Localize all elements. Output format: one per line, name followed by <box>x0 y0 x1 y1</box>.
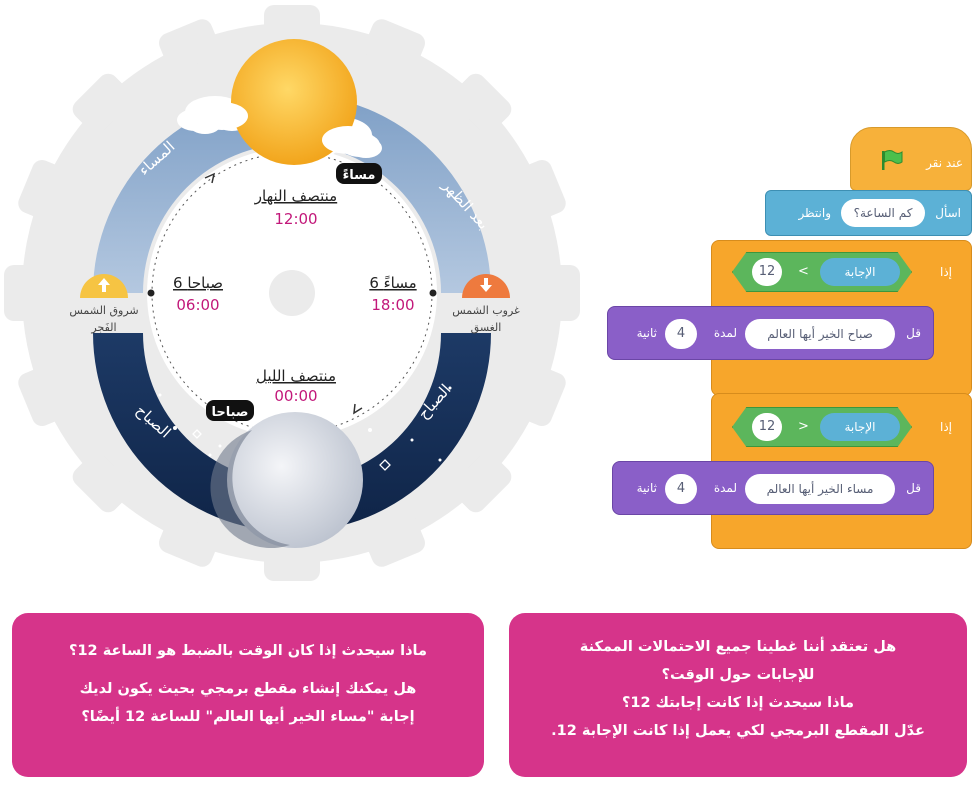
say-label-2: قل <box>906 481 921 495</box>
evening-badge: مساءً <box>343 168 376 183</box>
six-am-time: 06:00 <box>176 296 219 314</box>
question-line: ماذا سيحدث إذا كانت إجابتك 12؟ <box>621 695 855 711</box>
say-text-input-2[interactable]: مساء الخير أيها العالم <box>745 474 895 504</box>
midnight-time: 00:00 <box>274 387 317 405</box>
answer-reporter-1[interactable]: الإجابة <box>820 258 900 286</box>
question-box-right: هل تعتقد أننا غطينا جميع الاحتمالات المم… <box>509 613 967 777</box>
seconds-label-2: ثانية <box>636 481 657 495</box>
for-label-2: لمدة <box>713 481 737 495</box>
question-line: هل تعتقد أننا غطينا جميع الاحتمالات المم… <box>579 639 897 655</box>
if-label-2: إذا <box>940 420 953 434</box>
when-flag-label: عند نقر <box>926 156 963 170</box>
green-flag-icon <box>882 150 903 170</box>
seconds-label-1: ثانية <box>636 326 657 340</box>
six-am-label: 6 صباحا <box>173 274 223 292</box>
star-diamond-icon <box>192 429 202 439</box>
question-line: عدّل المقطع البرمجي لكي يعمل إذا كانت ال… <box>551 723 925 739</box>
question-line: إجابة "مساء الخير أيها العالم" للساعة 12… <box>81 709 415 725</box>
day-night-clock-diagram: المساء بعد الظهر الصباح الصباح مساءً صبا… <box>4 5 580 581</box>
moon-crescent-shadow <box>210 430 290 549</box>
gear-tooth <box>4 265 44 321</box>
gear-tooth <box>72 452 133 513</box>
secs-input-2[interactable]: 4 <box>665 474 697 504</box>
sunrise-icon <box>80 274 128 298</box>
night-arc <box>93 333 491 532</box>
six-pm-label: 6 مساءً <box>369 274 416 292</box>
orbit-arrow-top <box>204 172 216 184</box>
gear-tooth <box>264 541 320 581</box>
gear-tooth <box>158 19 220 72</box>
sunrise-label: شروق الشمس <box>69 304 138 317</box>
morning-badge: صباحا <box>211 405 248 420</box>
value-input-2[interactable]: 12 <box>752 413 782 441</box>
stars <box>158 386 452 462</box>
ask-text-input[interactable]: كم الساعة؟ <box>841 199 925 227</box>
orbit-arrow-bottom <box>353 403 363 415</box>
orbit-dot-left <box>147 289 155 297</box>
gear-tooth <box>72 73 133 134</box>
ask-label: اسأل <box>935 206 961 220</box>
day-arc <box>93 94 491 293</box>
gear-tooth <box>264 5 320 45</box>
gear-tooth <box>364 19 426 72</box>
noon-label: منتصف النهار <box>254 187 337 205</box>
for-label-1: لمدة <box>713 326 737 340</box>
dusk-label: الغسق <box>471 321 502 335</box>
sunset-icon <box>462 274 510 298</box>
gear-tooth <box>513 159 566 221</box>
when-flag-clicked-block[interactable]: عند نقر <box>850 127 972 191</box>
answer-reporter-2[interactable]: الإجابة <box>820 413 900 441</box>
cloud-icon <box>189 102 382 158</box>
gear-tooth <box>513 365 566 427</box>
secs-input-1[interactable]: 4 <box>665 319 697 349</box>
gear-tooth <box>540 265 580 321</box>
six-pm-time: 18:00 <box>371 296 414 314</box>
gear-tooth <box>451 73 512 134</box>
orbit-dot-right <box>429 289 437 297</box>
operator-symbol-2: > <box>798 419 809 434</box>
question-line: ماذا سيحدث إذا كان الوقت بالضبط هو الساع… <box>69 643 427 659</box>
gear-tooth <box>18 159 71 221</box>
value-input-1[interactable]: 12 <box>752 258 782 286</box>
question-box-left: ماذا سيحدث إذا كان الوقت بالضبط هو الساع… <box>12 613 484 777</box>
gear-tooth <box>364 514 426 567</box>
question-line: هل يمكنك إنشاء مقطع برمجي بحيث يكون لديك <box>79 681 417 697</box>
say-for-secs-block-1[interactable]: قل صباح الخير أيها العالم لمدة 4 ثانية <box>607 306 934 360</box>
if-label-1: إذا <box>940 265 953 279</box>
star-diamond-icon <box>379 459 391 471</box>
sunset-label: غروب الشمس <box>452 304 520 317</box>
operator-symbol-1: < <box>798 264 809 279</box>
ask-and-wait-block[interactable]: اسأل كم الساعة؟ وانتظر <box>765 190 972 236</box>
midnight-label: منتصف الليل <box>256 367 336 385</box>
gear-tooth <box>158 514 220 567</box>
say-for-secs-block-2[interactable]: قل مساء الخير أيها العالم لمدة 4 ثانية <box>612 461 934 515</box>
clock-center <box>269 270 315 316</box>
gear-tooth <box>451 452 512 513</box>
dawn-label: الفَجر <box>90 321 116 334</box>
and-wait-label: وانتظر <box>798 206 831 220</box>
say-text-input-1[interactable]: صباح الخير أيها العالم <box>745 319 895 349</box>
moon-icon <box>227 412 363 548</box>
noon-time: 12:00 <box>274 210 317 228</box>
say-label-1: قل <box>906 326 921 340</box>
question-line: للإجابات حول الوقت؟ <box>661 667 815 683</box>
gear-tooth <box>18 365 71 427</box>
